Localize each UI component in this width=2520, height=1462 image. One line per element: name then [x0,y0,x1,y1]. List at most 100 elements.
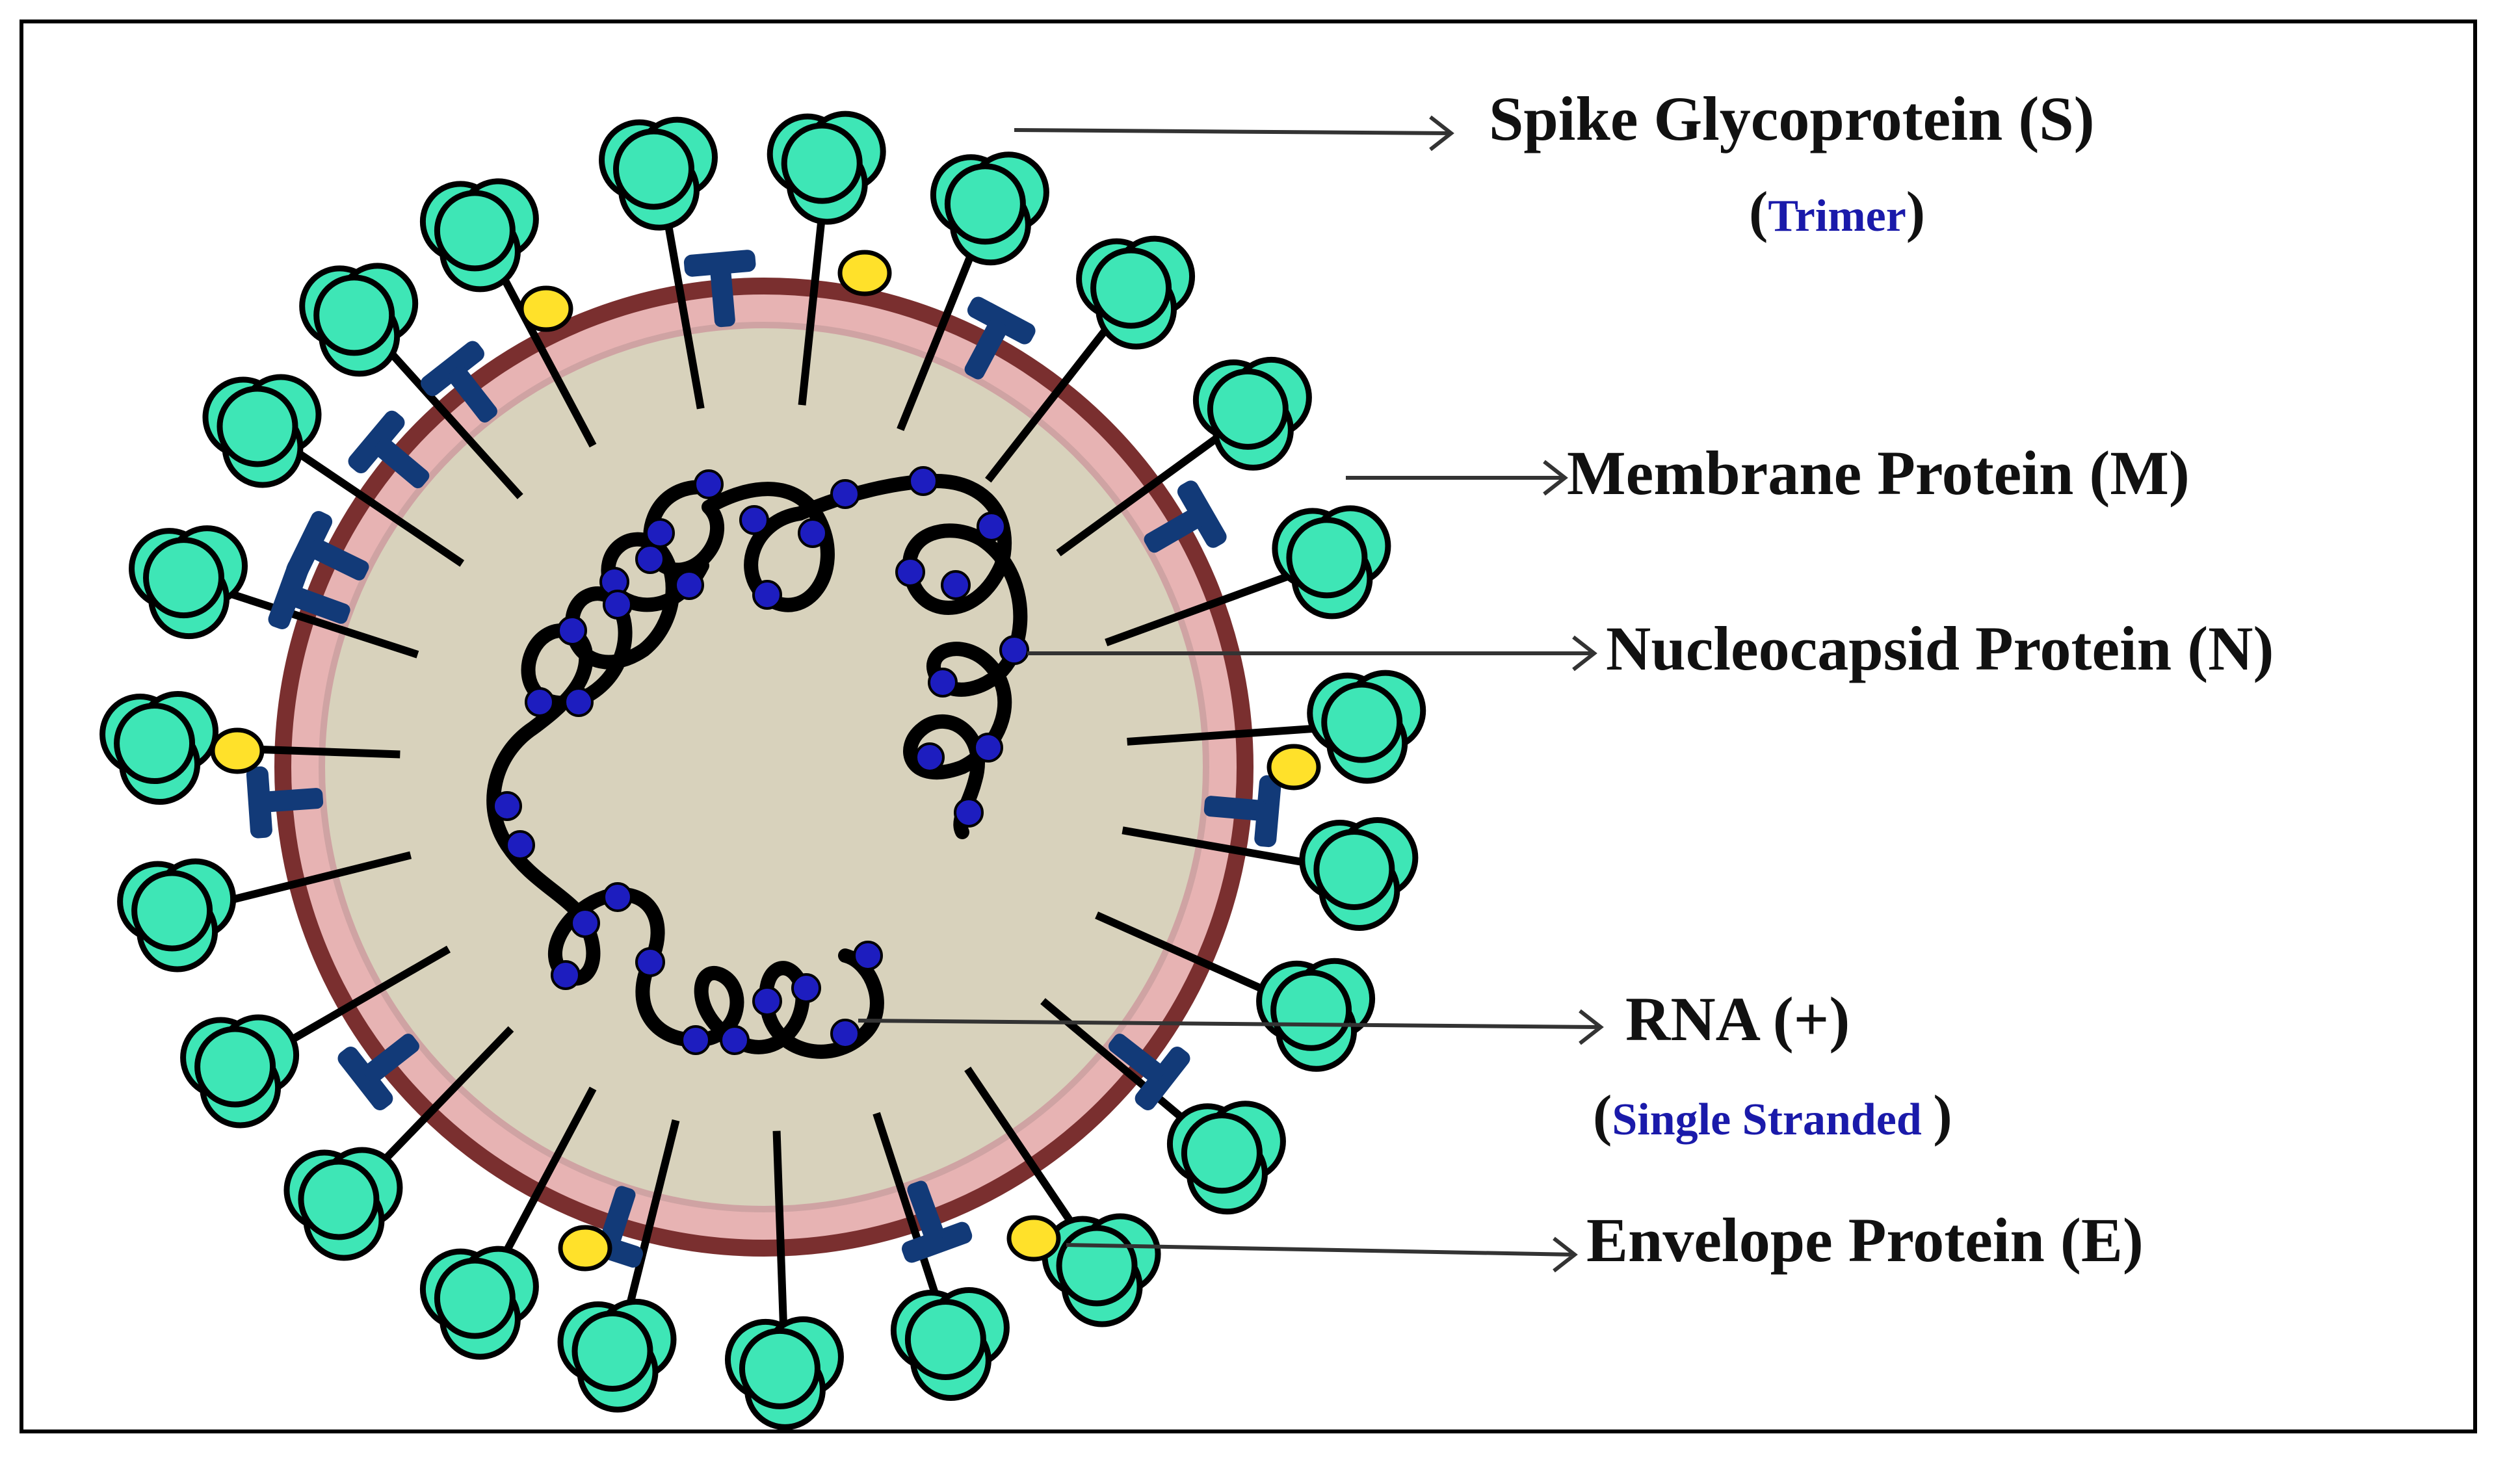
label-spike-glycoprotein: Spike Glycoprotein (S) [1489,84,2095,153]
spike-stalk [382,344,523,499]
membrane-protein-icon [348,410,430,489]
label-envelope-protein: Envelope Protein (E) [1586,1205,2144,1275]
membrane-protein-icon [268,558,350,630]
membrane-proteins [246,250,1281,1268]
nucleocapsid-dot [752,580,782,610]
membrane-protein-cap [1135,1047,1190,1110]
membrane-protein-stem [710,265,735,328]
label-trimer: (Trimer) [1749,181,1925,244]
nucleocapsid-dot [603,590,633,620]
membrane-protein-cap [901,1221,973,1263]
spike-stalk [662,209,705,410]
label-nucleocapsid-protein: Nucleocapsid Protein (N) [1606,614,2274,683]
spike-trimer-icon [117,858,237,972]
nucleocapsid-dot [999,635,1029,665]
membrane-protein-icon [1203,775,1281,848]
capsid-interior [319,322,1209,1212]
membrane-protein-cap [348,410,405,474]
membrane-protein-stem [448,366,497,423]
spike-trimer-icon [419,1246,539,1360]
envelope-protein-icon [519,285,573,332]
nucleocapsid-dot [830,1019,860,1049]
spike-lobe [131,870,213,952]
spike-stalk [1056,431,1224,556]
nucleocapsid-dots [492,466,1029,1055]
spike-trimer-icon [1166,1101,1286,1215]
spike-trimer-icon [767,111,886,225]
nucleocapsid-dot [791,973,821,1003]
spike-stalk [495,266,597,448]
membrane-protein-icon [964,296,1036,380]
label-single-stranded: (Single Stranded ) [1593,1084,1952,1147]
spike-lobe [1286,517,1368,599]
membrane-protein-cap [268,558,309,630]
nucleocapsid-dot [928,668,958,698]
spike-trimer-icon [557,1298,677,1413]
spike-lobe [217,385,298,467]
nucleocapsid-dot [739,505,769,535]
spike-trimer-icon [930,151,1049,266]
spike-lobe [1181,1112,1263,1194]
membrane-protein-cap [1177,480,1227,548]
nucleocapsid-dot [564,687,594,717]
spike-lobe [1321,681,1403,763]
nucleocapsid-dot [603,882,633,912]
membrane-protein-stem [308,539,369,581]
nucleocapsid-dot [674,570,704,600]
label-membrane-protein: Membrane Protein (M) [1567,438,2190,508]
spike-trimer-icon [599,116,718,231]
spike-stalk [772,1130,788,1333]
spike-lobe [1090,247,1172,329]
membrane-protein-icon [901,1181,973,1263]
envelope-protein-icon [1006,1215,1061,1262]
nucleocapsid-dot [645,518,675,548]
spike-trimer-icon [1192,356,1312,471]
spike-lobe [114,703,196,785]
callout-envelope [1066,1236,1578,1273]
envelope-protein-icon [1267,744,1321,790]
membrane-protein-stem [374,437,430,489]
membrane-protein-stem [599,1186,636,1248]
spike-trimers [99,111,1426,1430]
membrane-protein-stem [363,1034,419,1083]
membrane-protein-icon [246,766,324,839]
nucleocapsid-dot [973,733,1003,763]
spike-lobe [1207,368,1289,450]
membrane-protein-icon [1109,1034,1190,1110]
membrane-protein-stem [261,788,324,813]
membrane-protein-icon [683,250,756,328]
callouts [858,115,1604,1273]
callout-rna [858,1009,1604,1045]
nucleocapsid-dot [895,557,925,587]
spike-stalk [495,1086,597,1268]
spike-stalk [1105,569,1297,647]
membrane-protein-cap [421,341,484,397]
spike-stalk [964,1066,1084,1238]
spike-trimer-icon [1076,235,1196,350]
membrane-protein-cap [1254,775,1281,848]
envelope-protein-icon [558,1225,612,1272]
envelope-protein-icon [210,727,265,774]
spike-lobe [571,1310,653,1392]
spike-stalk [985,319,1116,483]
envelope-protein-icon [837,250,892,296]
spike-lobe [781,122,863,204]
spike-trimer-icon [724,1316,844,1430]
spike-trimer-icon [1307,670,1426,784]
membrane-protein-cap [337,1047,393,1110]
rna-strand [486,474,1028,1059]
spike-lobe [904,1298,986,1380]
nucleocapsid-dot [551,960,581,990]
spike-trimer-icon [890,1286,1010,1401]
spike-trimer-icon [299,263,419,377]
spike-lobe [1313,828,1395,910]
virion [274,278,1253,1257]
membrane-protein-icon [421,341,497,423]
spike-lobe [434,190,516,272]
spike-stalk [293,447,465,567]
spike-lobe [194,1026,276,1108]
spike-lobe [944,163,1026,245]
spike-lobe [313,274,395,356]
spike-trimer-icon [1272,505,1391,620]
membrane-protein-cap [683,250,756,277]
